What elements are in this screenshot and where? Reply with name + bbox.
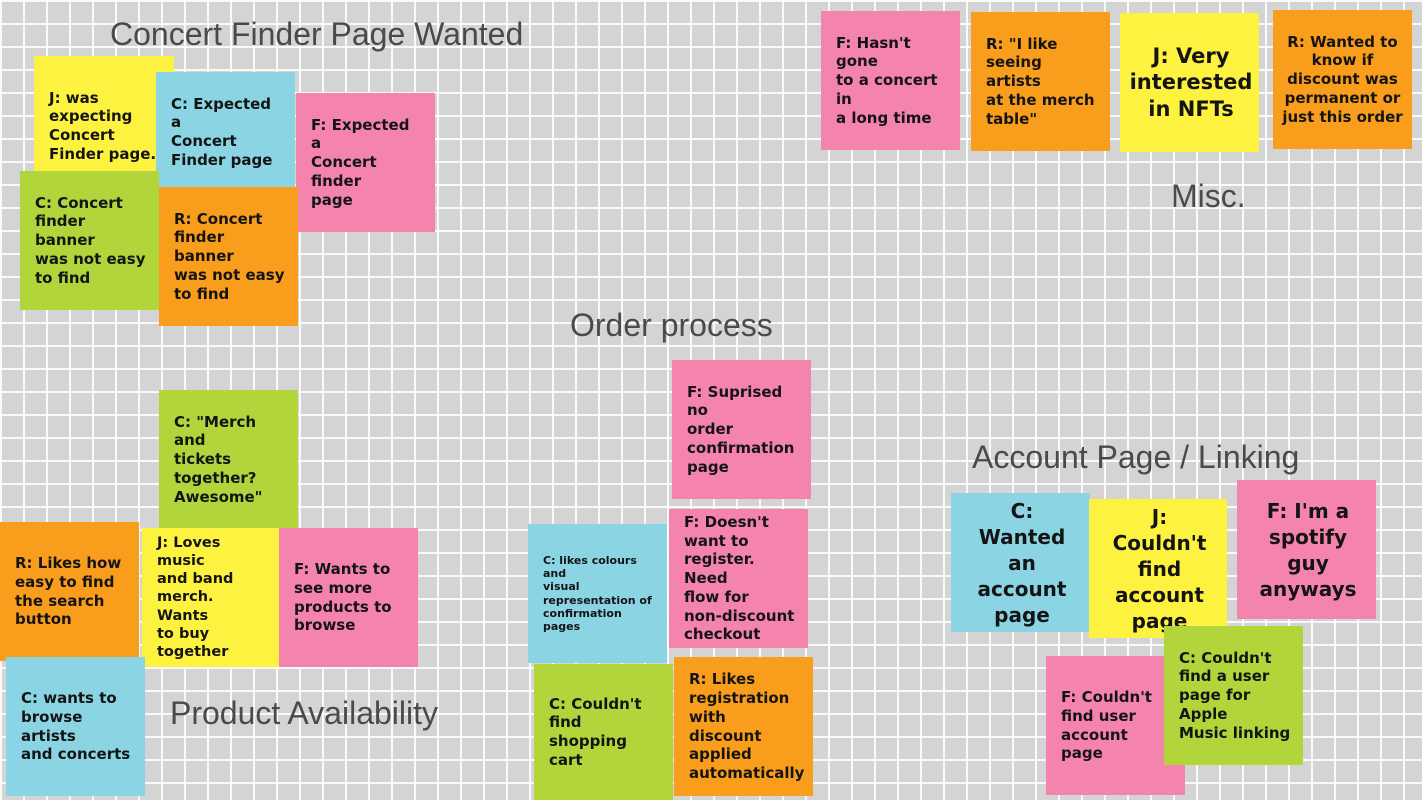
- sticky-note[interactable]: J: Loves music and band merch. Wants to …: [142, 528, 281, 667]
- sticky-note-text: F: Hasn't gone to a concert in a long ti…: [836, 33, 938, 127]
- sticky-note[interactable]: F: Expected a Concert finder page: [296, 93, 435, 232]
- section-title-misc: Misc.: [1171, 178, 1246, 214]
- sticky-note[interactable]: C: Couldn't find a user page for Apple M…: [1164, 626, 1303, 765]
- sticky-note-text: R: "I like seeing artists at the merch t…: [986, 34, 1095, 128]
- sticky-note-text: R: Likes registration with discount appl…: [689, 670, 805, 782]
- sticky-note-text: C: Couldn't find a user page for Apple M…: [1179, 648, 1291, 742]
- section-title-concert-finder: Concert Finder Page Wanted: [110, 16, 524, 52]
- sticky-note[interactable]: F: Hasn't gone to a concert in a long ti…: [821, 11, 960, 150]
- sticky-note-text: F: Couldn't find user account page: [1061, 688, 1152, 763]
- sticky-note-text: C: Concert finder banner was not easy to…: [35, 193, 146, 287]
- section-title-account-page: Account Page / Linking: [972, 439, 1300, 475]
- sticky-note[interactable]: R: Likes registration with discount appl…: [674, 657, 813, 796]
- sticky-note[interactable]: C: "Merch and tickets together? Awesome": [159, 390, 298, 529]
- sticky-note[interactable]: C: Wanted an account page: [951, 493, 1090, 632]
- section-title-product-availability: Product Availability: [170, 695, 438, 731]
- sticky-note-text: C: wants to browse artists and concerts: [21, 689, 131, 764]
- sticky-note[interactable]: C: Couldn't find shopping cart: [534, 664, 673, 800]
- sticky-note-text: J: Couldn't find account page: [1112, 504, 1207, 633]
- sticky-note-text: F: Doesn't want to register. Need flow f…: [684, 512, 795, 644]
- sticky-note[interactable]: C: Concert finder banner was not easy to…: [20, 171, 159, 310]
- sticky-note-text: F: Expected a Concert finder page: [311, 115, 410, 209]
- sticky-note-text: R: Likes how easy to find the search but…: [15, 554, 122, 629]
- sticky-note-text: F: I'm a spotify guy anyways: [1259, 498, 1357, 601]
- sticky-note[interactable]: F: Suprised no order confirmation page: [672, 360, 811, 499]
- sticky-note-text: C: "Merch and tickets together? Awesome": [174, 412, 263, 506]
- sticky-note-text: C: likes colours and visual representati…: [543, 553, 652, 633]
- sticky-note-text: J: Very interested in NFTs: [1129, 44, 1253, 121]
- sticky-note[interactable]: C: likes colours and visual representati…: [528, 524, 667, 663]
- sticky-note-text: F: Wants to see more products to browse: [294, 560, 392, 635]
- sticky-note-text: R: Wanted to know if discount was perman…: [1282, 32, 1403, 126]
- sticky-note-text: J: Loves music and band merch. Wants to …: [157, 535, 234, 660]
- sticky-note[interactable]: R: "I like seeing artists at the merch t…: [971, 12, 1110, 151]
- sticky-note[interactable]: F: Couldn't find user account page: [1046, 656, 1185, 795]
- sticky-note-text: C: Wanted an account page: [977, 498, 1067, 627]
- sticky-note-text: C: Couldn't find shopping cart: [549, 694, 642, 769]
- sticky-note[interactable]: F: Doesn't want to register. Need flow f…: [669, 509, 808, 648]
- sticky-note[interactable]: C: Expected a Concert Finder page: [156, 72, 295, 192]
- sticky-note[interactable]: F: Wants to see more products to browse: [279, 528, 418, 667]
- sticky-note[interactable]: J: Couldn't find account page: [1089, 499, 1227, 638]
- sticky-note[interactable]: R: Concert finder banner was not easy to…: [159, 187, 298, 326]
- sticky-note[interactable]: F: I'm a spotify guy anyways: [1237, 480, 1376, 619]
- sticky-note[interactable]: R: Wanted to know if discount was perman…: [1273, 10, 1412, 149]
- sticky-note[interactable]: C: wants to browse artists and concerts: [6, 657, 145, 796]
- sticky-note-text: R: Concert finder banner was not easy to…: [174, 209, 285, 303]
- sticky-note-text: J: was expecting Concert Finder page.: [49, 88, 157, 163]
- section-title-order-process: Order process: [570, 307, 773, 343]
- sticky-note[interactable]: R: Likes how easy to find the search but…: [0, 522, 139, 661]
- sticky-note-text: C: Expected a Concert Finder page: [171, 94, 273, 169]
- sticky-note[interactable]: J: Very interested in NFTs: [1120, 13, 1259, 152]
- sticky-note-text: F: Suprised no order confirmation page: [687, 382, 795, 476]
